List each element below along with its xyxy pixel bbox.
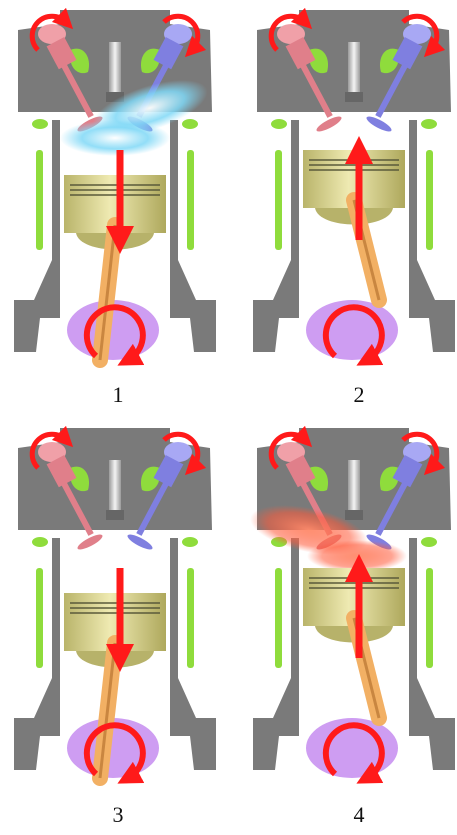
panel-label-3: 3 — [113, 802, 124, 827]
cooling-jacket-right — [187, 150, 194, 250]
cooling-jacket-right — [426, 568, 433, 668]
panel-1 — [14, 10, 216, 360]
cooling-port-right — [421, 537, 437, 547]
combustion-chamber — [52, 530, 178, 546]
cooling-port-right — [421, 119, 437, 129]
spark-plug — [109, 460, 121, 518]
cooling-port-left — [32, 537, 48, 547]
panel-2 — [253, 10, 455, 360]
cooling-jacket-left — [36, 150, 43, 250]
intake-gas-chamber — [60, 120, 170, 156]
panel-label-2: 2 — [354, 382, 365, 407]
cooling-jacket-left — [275, 150, 282, 250]
panel-4 — [246, 428, 455, 778]
panel-label-1: 1 — [113, 382, 124, 407]
cooling-jacket-right — [187, 568, 194, 668]
panel-label-4: 4 — [354, 802, 365, 827]
cooling-port-right — [182, 537, 198, 547]
spark-plug — [348, 460, 360, 518]
spark-plug-nut — [106, 510, 124, 520]
panel-3 — [14, 428, 216, 778]
cooling-port-right — [182, 119, 198, 129]
cooling-port-left — [32, 119, 48, 129]
spark-plug-nut — [345, 510, 363, 520]
cooling-jacket-left — [275, 568, 282, 668]
spark-plug — [348, 42, 360, 100]
spark-plug — [109, 42, 121, 100]
exhaust-gas-chamber — [307, 540, 407, 572]
cooling-port-left — [271, 119, 287, 129]
cooling-jacket-right — [426, 150, 433, 250]
cooling-jacket-left — [36, 568, 43, 668]
combustion-chamber — [291, 112, 417, 128]
spark-plug-nut — [345, 92, 363, 102]
